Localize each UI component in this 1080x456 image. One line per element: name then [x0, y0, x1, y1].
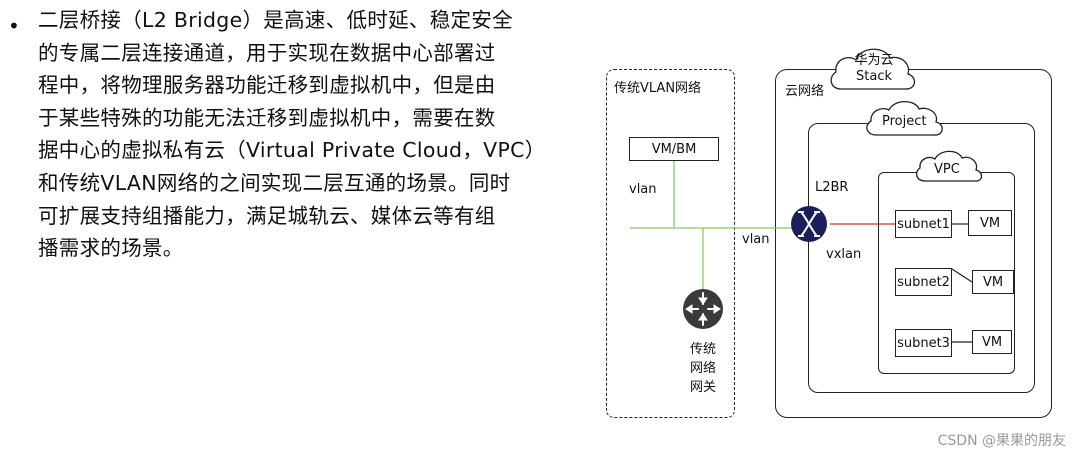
description-line: 播需求的场景。	[38, 236, 184, 261]
subnet-node: subnet3	[895, 329, 952, 357]
vlan-label-left: vlan	[629, 182, 657, 197]
gateway-label-line: 传统	[689, 342, 716, 357]
cloud-network-region	[775, 69, 1052, 418]
description-line: 可扩展支持组播能力，满足城轨云、媒体云等有组	[38, 203, 496, 228]
description-line: 二层桥接（L2 Bridge）是高速、低时延、稳定安全	[38, 8, 513, 32]
traditional-vlan-title: 传统VLAN网络	[614, 81, 702, 96]
cloud-badge-line: 华为云	[854, 53, 894, 68]
vm-node: VM	[968, 210, 1012, 236]
description-line: 和传统VLAN网络的之间实现二层互通的场景。同时	[38, 170, 511, 195]
description-text: 二层桥接（L2 Bridge）是高速、低时延、稳定安全 的专属二层连接通道，用于…	[38, 4, 548, 265]
l2br-label: L2BR	[815, 180, 849, 195]
description-line: 据中心的虚拟私有云（Virtual Private Cloud，VPC）	[38, 138, 546, 163]
vm-bm-node: VM/BM	[629, 137, 719, 161]
vm-node: VM	[972, 270, 1014, 294]
cloud-icon	[830, 48, 916, 90]
huawei-cloud-stack-label: 华为云 Stack	[842, 53, 906, 85]
subnet-node: subnet1	[895, 210, 952, 238]
cloud-network-title: 云网络	[785, 84, 825, 99]
description-line: 的专属二层连接通道，用于实现在数据中心部署过	[38, 40, 496, 65]
bullet-dot: •	[8, 14, 20, 38]
subnet-node: subnet2	[895, 268, 952, 296]
vpc-label: VPC	[934, 162, 960, 177]
cloud-icon	[915, 150, 983, 182]
watermark: CSDN @果果的朋友	[937, 433, 1066, 449]
description-line: 程中，将物理服务器功能迁移到虚拟机中，但是由	[38, 73, 496, 98]
subnet-vm-links	[951, 223, 973, 343]
subnet-vm-link	[951, 268, 973, 283]
l2br-router-icon	[791, 206, 827, 242]
vlan-links	[630, 160, 800, 290]
project-label: Project	[882, 114, 927, 129]
traditional-vlan-region	[606, 69, 735, 418]
vm-node: VM	[972, 330, 1012, 354]
cloud-badge-line: Stack	[856, 69, 892, 84]
gateway-label-line: 网络	[689, 361, 716, 376]
vlan-label-right: vlan	[742, 232, 770, 247]
gateway-label-line: 网关	[689, 380, 716, 395]
vxlan-label: vxlan	[826, 247, 862, 262]
gateway-label: 传统 网络 网关	[683, 340, 723, 397]
gateway-router-icon	[683, 289, 723, 329]
cloud-icon	[866, 100, 943, 136]
description-line: 于某些特殊的功能无法迁移到虚拟机中，需要在数	[38, 105, 496, 130]
